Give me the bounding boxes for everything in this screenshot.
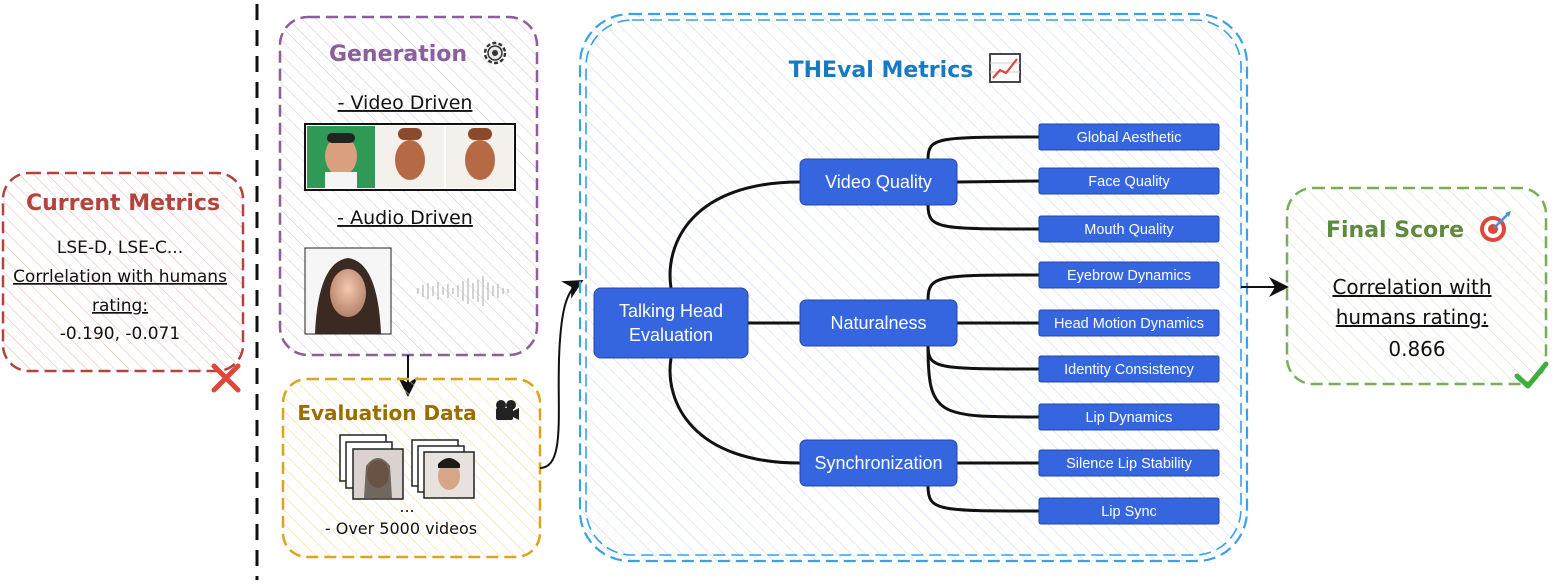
final-score-value: 0.866 [1388, 337, 1445, 361]
evaluation-data-title: Evaluation Data [297, 401, 476, 425]
video-thumbnail-stack [339, 434, 475, 500]
leaf-label: Head Motion Dynamics [1054, 316, 1204, 332]
evaluation-data-panel: Evaluation Data ... - Over 5000 videos [281, 377, 542, 559]
leaf-label: Identity Consistency [1064, 362, 1195, 378]
leaf-label: Eyebrow Dynamics [1067, 268, 1191, 284]
leaf-label: Lip Dynamics [1085, 410, 1172, 426]
leaf-label: Face Quality [1088, 174, 1170, 190]
final-score-line2: humans rating: [1336, 305, 1489, 329]
node-video-quality: Video Quality [799, 158, 958, 206]
leaf-label: Mouth Quality [1084, 222, 1174, 238]
generation-panel: Generation - Video Driven - Audio Driven [278, 15, 539, 357]
tree-connectors [668, 135, 1040, 513]
leaf-global-aesthetic: Global Aesthetic [1038, 123, 1220, 151]
audio-waveform-icon [417, 276, 509, 306]
current-metrics-line1: LSE-D, LSE-C... [57, 238, 183, 258]
leaf-label: Global Aesthetic [1077, 130, 1182, 146]
root-label-line: Talking Head [619, 301, 723, 321]
cross-mark-icon [211, 363, 241, 393]
evaluation-data-ellipsis: ... [399, 497, 414, 516]
video-driven-frames [304, 123, 516, 191]
generation-title: Generation [329, 42, 467, 67]
leaf-silence-lip-stability: Silence Lip Stability [1038, 449, 1220, 477]
final-score-panel: Final Score Correlation with humans rati… [1285, 186, 1549, 389]
node-naturalness: Naturalness [799, 299, 958, 347]
evaluation-data-count: - Over 5000 videos [325, 519, 477, 538]
current-metrics-values: -0.190, -0.071 [60, 324, 180, 344]
film-camera-icon [496, 400, 519, 420]
node-synchronization: Synchronization [799, 439, 958, 487]
arrow-data-to-theval [539, 280, 584, 469]
category-label: Naturalness [830, 313, 926, 333]
gear-icon [483, 41, 507, 65]
audio-driven-label: - Audio Driven [337, 207, 473, 229]
current-metrics-panel: Current Metrics LSE-D, LSE-C... Corrlela… [1, 171, 245, 393]
leaf-face-quality: Face Quality [1038, 167, 1220, 195]
leaf-lip-dynamics: Lip Dynamics [1038, 403, 1220, 431]
check-mark-icon [1514, 361, 1549, 389]
leaf-label: Lip Sync [1101, 504, 1157, 520]
chart-increasing-icon [989, 53, 1021, 83]
leaf-mouth-quality: Mouth Quality [1038, 215, 1220, 243]
leaf-identity-consistency: Identity Consistency [1038, 355, 1220, 383]
video-driven-label: - Video Driven [338, 92, 473, 114]
audio-driven-portrait [304, 247, 392, 335]
leaf-lip-sync: Lip Sync [1038, 497, 1220, 525]
leaf-label: Silence Lip Stability [1066, 456, 1192, 472]
root-label-line: Evaluation [629, 325, 713, 345]
theval-title: THEval Metrics [789, 58, 974, 83]
category-label: Synchronization [814, 453, 942, 473]
final-score-title: Final Score [1326, 218, 1464, 243]
target-icon [1480, 211, 1511, 242]
current-metrics-line2: Corrlelation with humans [13, 267, 227, 287]
leaf-head-motion-dynamics: Head Motion Dynamics [1038, 309, 1220, 337]
leaf-eyebrow-dynamics: Eyebrow Dynamics [1038, 261, 1220, 289]
final-score-line1: Correlation with [1332, 275, 1491, 299]
current-metrics-title: Current Metrics [26, 191, 220, 216]
category-label: Video Quality [825, 172, 932, 192]
current-metrics-line3: rating: [92, 296, 148, 316]
